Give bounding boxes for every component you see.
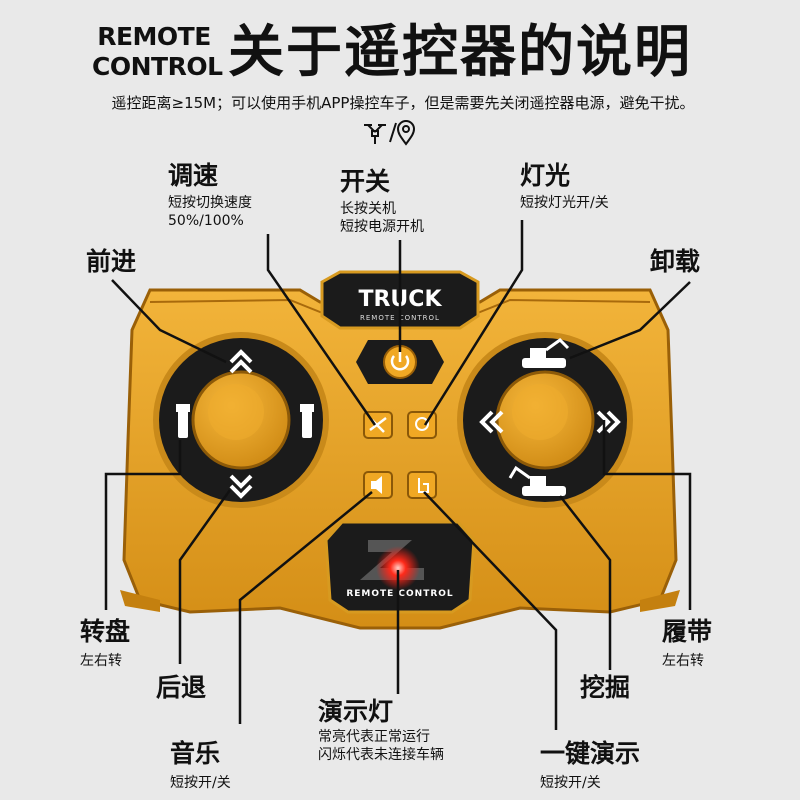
label-one-key-demo-title: 一键演示 — [540, 739, 641, 768]
drone-icon — [364, 124, 386, 144]
label-demo-led-title: 演示灯 — [318, 697, 394, 726]
page-title: 关于遥控器的说明 — [228, 20, 692, 85]
power-button[interactable] — [356, 340, 444, 384]
label-turntable-title: 转盘 — [80, 617, 131, 646]
brand-line-1: REMOTE — [97, 22, 211, 51]
right-joystick[interactable] — [457, 332, 633, 508]
speaker-icon — [371, 476, 382, 494]
track-right-arrow-icon — [596, 410, 621, 434]
label-power-title: 开关 — [340, 167, 391, 196]
brand-logo-text: REMOTE CONTROL — [92, 22, 223, 82]
location-pin-icon — [396, 120, 416, 146]
label-track-desc: 左右转 — [662, 653, 704, 669]
brand-line-2: CONTROL — [92, 52, 223, 81]
one-key-demo-button[interactable] — [407, 471, 437, 499]
demo-led — [376, 546, 420, 590]
label-forward-title: 前进 — [86, 247, 137, 276]
label-music-desc: 短按开/关 — [170, 775, 231, 791]
turntable-left-icon — [176, 404, 190, 438]
power-icon — [390, 352, 410, 371]
bulb-icon — [415, 417, 429, 431]
page-subtitle: 遥控距离≥15M；可以使用手机APP操控车子，但是需要先关闭遥控器电源，避免干扰… — [111, 94, 695, 112]
dig-excavator-icon — [508, 465, 566, 496]
label-one-key-demo-desc: 短按开/关 — [540, 775, 601, 791]
label-track-title: 履带 — [662, 617, 713, 646]
label-demo-led-desc: 常亮代表正常运行 闪烁代表未连接车辆 — [318, 729, 444, 763]
backward-arrow-icon — [229, 474, 253, 499]
label-light-title: 灯光 — [520, 161, 571, 190]
label-unload-title: 卸载 — [650, 247, 701, 276]
label-dig-title: 挖掘 — [580, 673, 631, 702]
leader-lines — [104, 220, 692, 730]
label-speed-desc: 短按切换速度 50%/100% — [168, 195, 252, 229]
hand-tap-icon — [418, 478, 429, 493]
label-turntable-desc: 左右转 — [80, 653, 122, 669]
label-backward-title: 后退 — [156, 673, 207, 702]
label-speed-title: 调速 — [168, 161, 219, 190]
forward-arrow-icon — [229, 349, 253, 374]
label-power-desc: 长按关机 短按电源开机 — [340, 201, 424, 235]
label-light-desc: 短按灯光开/关 — [520, 195, 609, 211]
mode-icons — [360, 120, 420, 150]
unload-excavator-icon — [522, 338, 570, 368]
label-music-title: 音乐 — [170, 739, 221, 768]
left-joystick[interactable] — [153, 332, 329, 508]
track-left-arrow-icon — [479, 410, 504, 434]
bottom-plate-text: REMOTE CONTROL — [346, 589, 453, 599]
turntable-right-icon — [300, 404, 314, 438]
